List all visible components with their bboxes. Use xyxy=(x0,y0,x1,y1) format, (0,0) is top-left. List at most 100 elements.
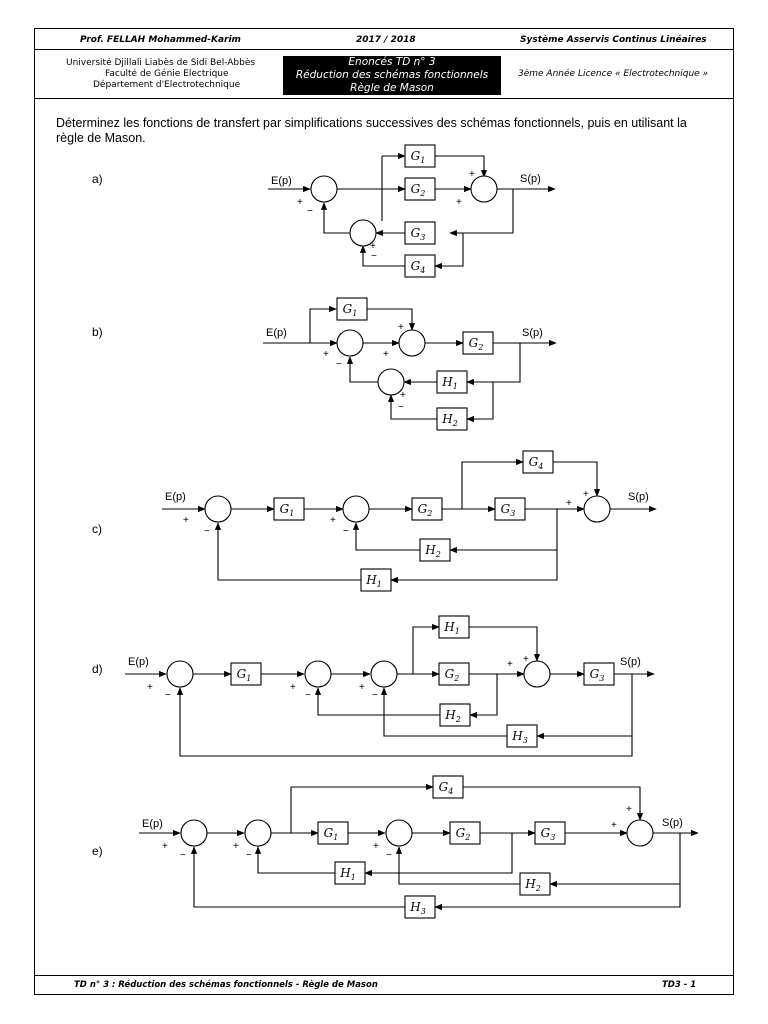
sign-plus: + xyxy=(469,169,475,180)
sign-plus: + xyxy=(233,841,239,852)
sign-plus: + xyxy=(297,197,303,208)
summing-junction xyxy=(180,819,208,847)
sign-minus: − xyxy=(204,526,210,537)
problem-label-c: c) xyxy=(92,522,102,536)
sign-plus: + xyxy=(398,322,404,333)
signal-wire xyxy=(214,522,361,581)
sign-plus: + xyxy=(290,682,296,693)
sign-minus: − xyxy=(386,850,392,861)
signal-wire xyxy=(461,458,524,509)
signal-wire xyxy=(176,687,633,757)
sign-minus: − xyxy=(343,526,349,537)
sign-plus: + xyxy=(626,804,632,815)
footer-right: TD3 - 1 xyxy=(662,980,697,990)
signal-wire xyxy=(309,305,337,343)
signal-wire xyxy=(469,626,541,662)
summing-junction xyxy=(342,495,370,523)
input-signal-label: E(p) xyxy=(266,327,287,339)
sign-plus: + xyxy=(147,682,153,693)
header-year: 2017 / 2018 xyxy=(356,35,416,45)
td-title-line-3: Règle de Mason xyxy=(350,82,434,94)
sign-plus: + xyxy=(373,841,379,852)
summing-junction xyxy=(385,819,413,847)
summing-junction xyxy=(398,329,426,357)
sign-minus: − xyxy=(398,402,404,413)
summing-junction xyxy=(204,495,232,523)
sign-plus: + xyxy=(583,489,589,500)
summing-junction xyxy=(626,819,654,847)
summing-junction xyxy=(336,329,364,357)
sign-minus: − xyxy=(307,206,313,217)
footer-rule xyxy=(34,975,734,976)
output-signal-label: S(p) xyxy=(662,817,683,829)
signal-wire xyxy=(364,833,513,877)
sign-minus: − xyxy=(371,251,377,262)
signal-wire xyxy=(290,783,434,833)
page-frame xyxy=(34,28,734,995)
signal-wire xyxy=(435,155,488,178)
summing-junction xyxy=(370,660,398,688)
sign-minus: − xyxy=(336,359,342,370)
input-signal-label: E(p) xyxy=(165,491,186,503)
signal-wire xyxy=(367,308,416,331)
signal-wire xyxy=(469,674,498,719)
institution-line-3: Département d'Electrotechnique xyxy=(93,80,241,90)
summing-junction xyxy=(166,660,194,688)
signal-wire xyxy=(359,245,405,267)
header-rule-top xyxy=(34,49,734,50)
sign-plus: + xyxy=(183,515,189,526)
problem-label-e: e) xyxy=(92,844,103,858)
input-signal-label: E(p) xyxy=(142,818,163,830)
sign-plus: + xyxy=(566,498,572,509)
summing-junction xyxy=(470,175,498,203)
signal-wire xyxy=(463,786,644,821)
signal-wire xyxy=(320,202,350,234)
input-signal-label: E(p) xyxy=(271,175,292,187)
output-signal-label: S(p) xyxy=(628,491,649,503)
institution-line-1: Université Djillali Liabès de Sidi Bel-A… xyxy=(66,58,256,68)
output-signal-label: S(p) xyxy=(620,656,641,668)
output-signal-label: S(p) xyxy=(522,327,543,339)
sign-plus: + xyxy=(611,820,617,831)
sign-plus: + xyxy=(456,197,462,208)
sign-minus: − xyxy=(372,690,378,701)
signal-wire xyxy=(190,846,405,908)
summing-junction xyxy=(244,819,272,847)
td-title-block: Enoncés TD n° 3 Réduction des schémas fo… xyxy=(283,56,501,95)
signal-wire xyxy=(352,522,420,551)
sign-plus: + xyxy=(359,682,365,693)
sign-plus: + xyxy=(507,659,513,670)
sign-plus: + xyxy=(370,241,376,252)
signal-wire xyxy=(466,381,520,423)
signal-wire xyxy=(380,687,507,737)
header-level: 3ème Année Licence « Electrotechnique » xyxy=(518,69,709,79)
institution-line-2: Faculté de Génie Electrique xyxy=(105,69,229,79)
signal-wire xyxy=(412,623,440,674)
td-title-line-2: Réduction des schémas fonctionnels xyxy=(295,69,489,81)
signal-wire xyxy=(553,461,601,497)
header-author: Prof. FELLAH Mohammed-Karim xyxy=(80,35,241,45)
sign-minus: − xyxy=(305,690,311,701)
instruction-text: Déterminez les fonctions de transfert pa… xyxy=(56,116,687,145)
signal-wire xyxy=(254,846,335,874)
sign-minus: − xyxy=(180,850,186,861)
summing-junction xyxy=(304,660,332,688)
signal-wire xyxy=(434,232,513,270)
sign-minus: − xyxy=(165,690,171,701)
signal-wire xyxy=(434,884,681,911)
input-signal-label: E(p) xyxy=(128,656,149,668)
signal-wire xyxy=(395,846,520,885)
footer-left: TD n° 3 : Réduction des schémas fonction… xyxy=(74,980,378,990)
sign-plus: + xyxy=(162,841,168,852)
sign-minus: − xyxy=(246,850,252,861)
sign-plus: + xyxy=(383,349,389,360)
problem-label-a: a) xyxy=(92,172,103,186)
problem-label-d: d) xyxy=(92,662,103,676)
output-signal-label: S(p) xyxy=(520,173,541,185)
header-course: Système Asservis Continus Linéaires xyxy=(520,35,707,45)
sign-plus: + xyxy=(400,390,406,401)
header-rule-bottom xyxy=(34,98,734,99)
problem-label-b: b) xyxy=(92,325,103,339)
signal-wire xyxy=(549,833,681,888)
